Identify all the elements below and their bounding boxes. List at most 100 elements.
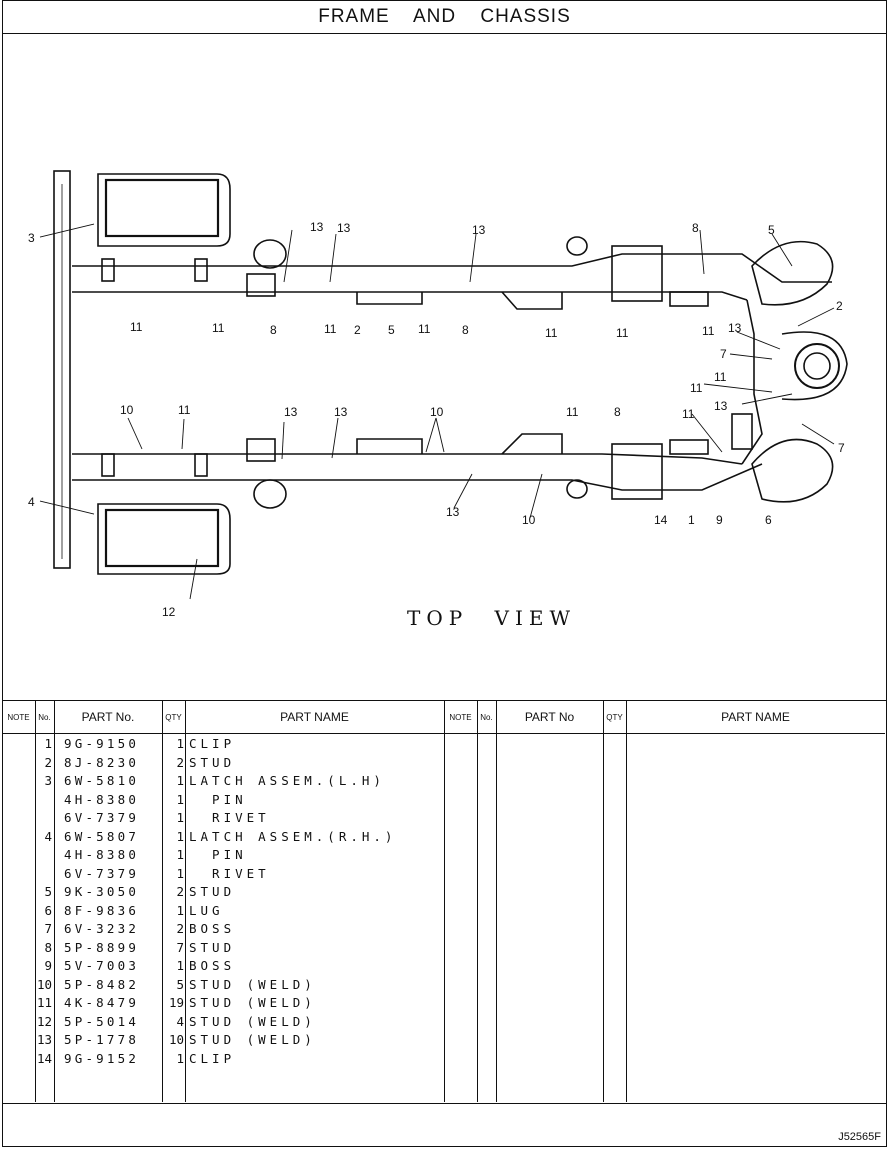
lower-rail-top <box>72 453 743 465</box>
callout-7a: 7 <box>720 347 727 361</box>
row-part-name: PIN <box>189 791 247 807</box>
callout-11f: 11 <box>616 326 629 340</box>
callout-11i: 11 <box>690 381 703 395</box>
row-part-number: 9K-3050 <box>64 884 140 899</box>
row-part-number: 6V-7379 <box>64 865 140 881</box>
col-divider <box>185 701 186 1102</box>
row-qty: 2 <box>176 754 184 770</box>
callout-8d: 8 <box>614 405 621 419</box>
row-part-name: LATCH ASSEM.(L.H) <box>189 773 385 788</box>
header-no: No. <box>35 701 54 734</box>
row-number: 5 <box>44 884 52 899</box>
rear-crossmember <box>741 299 763 465</box>
col-divider <box>496 701 497 1102</box>
callout-13e: 13 <box>714 399 728 413</box>
row-qty: 1 <box>176 1050 184 1066</box>
header-note-right: NOTE <box>444 701 477 734</box>
callout-11g: 11 <box>702 324 715 338</box>
row-part-number: 6W-5807 <box>64 828 140 844</box>
callout-4: 4 <box>28 495 35 509</box>
callout-11k: 11 <box>566 405 579 419</box>
row-qty: 5 <box>176 976 184 992</box>
row-part-number: 6W-5810 <box>64 773 140 788</box>
row-qty: 1 <box>176 810 184 825</box>
callout-14: 14 <box>654 513 668 527</box>
row-number: 6 <box>44 902 52 918</box>
row-qty: 7 <box>176 939 184 955</box>
callout-11a: 11 <box>130 320 143 334</box>
view-label: TOP VIEW <box>407 606 577 630</box>
upper-battery-box <box>97 173 231 247</box>
header-part-no-right: PART No <box>496 701 603 734</box>
row-part-name: STUD <box>189 754 236 770</box>
header-note: NOTE <box>2 701 35 734</box>
header-part-name: PART NAME <box>185 701 444 734</box>
row-part-name: CLIP <box>189 1050 236 1066</box>
callout-10b: 10 <box>430 405 444 419</box>
row-number: 3 <box>44 773 52 788</box>
row-qty: 1 <box>176 865 184 881</box>
callout-5b: 5 <box>768 223 775 237</box>
callout-1: 1 <box>688 513 695 527</box>
col-divider <box>626 701 627 1102</box>
row-qty: 1 <box>176 902 184 918</box>
row-part-name: BOSS <box>189 921 236 936</box>
callout-8a: 8 <box>270 323 277 337</box>
lower-battery-box <box>97 503 231 575</box>
callout-2a: 2 <box>354 323 361 337</box>
row-part-number: 6V-7379 <box>64 810 140 825</box>
upper-rail-bottom <box>72 291 748 301</box>
row-part-number: 9G-9150 <box>64 736 140 751</box>
callout-3: 3 <box>28 231 35 245</box>
row-number: 10 <box>36 976 52 992</box>
col-divider <box>54 701 55 1102</box>
row-part-number: 4K-8479 <box>64 995 140 1010</box>
callout-13h: 13 <box>446 505 460 519</box>
row-number: 14 <box>36 1050 52 1066</box>
row-part-number: 5P-5014 <box>64 1013 140 1029</box>
row-part-name: STUD (WELD) <box>189 995 316 1010</box>
row-part-number: 5V-7003 <box>64 958 140 973</box>
row-part-number: 5P-1778 <box>64 1032 140 1047</box>
callout-13b: 13 <box>337 221 351 235</box>
row-qty: 1 <box>176 847 184 862</box>
callout-9: 9 <box>716 513 723 527</box>
row-number: 7 <box>44 921 52 936</box>
row-number: 11 <box>36 995 52 1010</box>
row-number: 12 <box>36 1013 52 1029</box>
upper-fuel-bracket <box>611 245 663 302</box>
row-number: 1 <box>44 736 52 751</box>
callout-11e: 11 <box>545 326 558 340</box>
frame-diagram: 3 4 11 11 8 13 13 11 2 5 11 8 13 11 11 8… <box>2 34 887 700</box>
col-divider <box>162 701 163 1102</box>
callout-8b: 8 <box>462 323 469 337</box>
row-part-name: BOSS <box>189 958 236 973</box>
col-divider <box>35 701 36 1102</box>
callout-13a: 13 <box>310 220 324 234</box>
row-qty: 1 <box>176 828 184 844</box>
callout-11c: 11 <box>324 322 337 336</box>
frame-drawing: 3 4 11 11 8 13 13 11 2 5 11 8 13 11 11 8… <box>28 170 848 619</box>
row-part-name: STUD (WELD) <box>189 976 316 992</box>
callout-13g: 13 <box>334 405 348 419</box>
header-no-right: No. <box>477 701 496 734</box>
row-part-number: 8J-8230 <box>64 754 140 770</box>
callout-8c: 8 <box>692 221 699 235</box>
lower-rear-lug <box>751 438 834 503</box>
row-qty: 1 <box>176 736 184 751</box>
row-part-number: 8F-9836 <box>64 902 140 918</box>
row-part-name: CLIP <box>189 736 236 751</box>
callout-5a: 5 <box>388 323 395 337</box>
callout-2b: 2 <box>836 299 843 313</box>
callout-10c: 10 <box>522 513 536 527</box>
bumper-plate <box>53 170 71 569</box>
row-qty: 2 <box>176 921 184 936</box>
parts-table: NOTE No. PART No. QTY PART NAME NOTE No.… <box>2 700 887 1103</box>
row-part-name: STUD (WELD) <box>189 1013 316 1029</box>
document-code: J52565F <box>838 1131 881 1143</box>
col-divider <box>603 701 604 1102</box>
callout-13f: 13 <box>284 405 298 419</box>
row-qty: 10 <box>168 1032 184 1047</box>
header-qty-right: QTY <box>603 701 626 734</box>
